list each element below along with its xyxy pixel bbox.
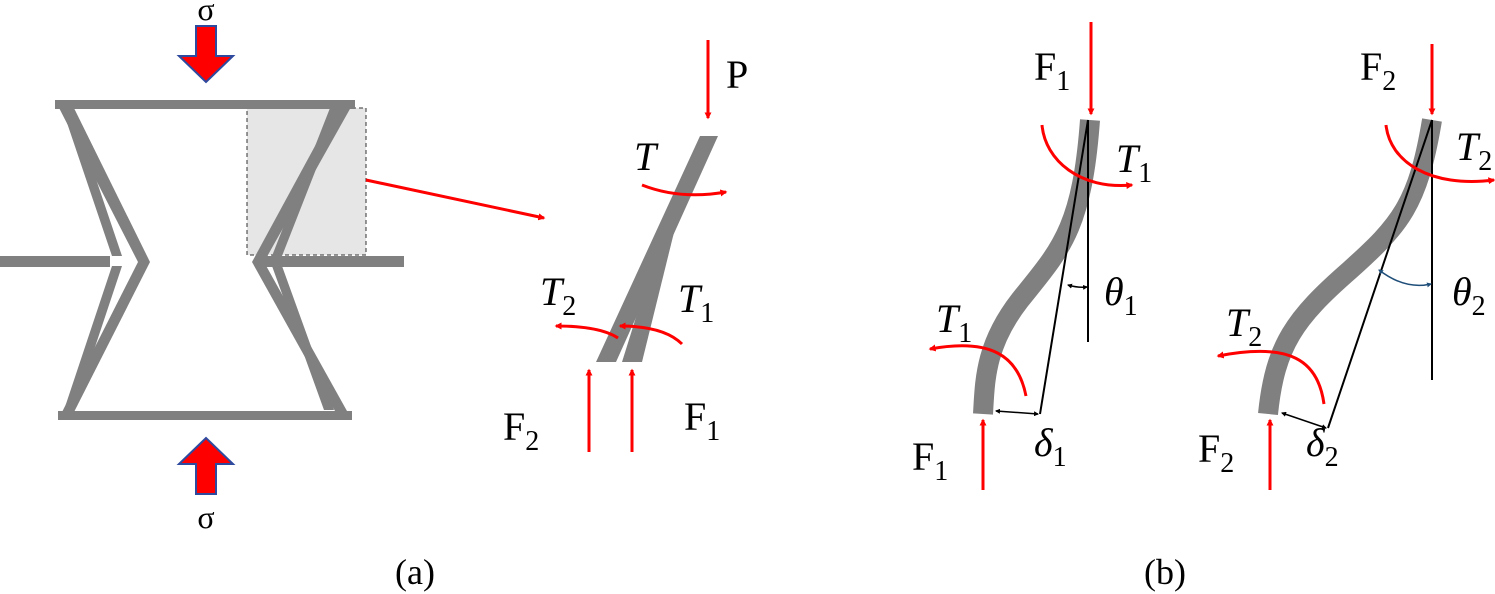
- beam-2-deformed: [1258, 118, 1442, 416]
- left-wall: [55, 100, 150, 420]
- beam-2-deflection-dim: [1281, 411, 1327, 430]
- sigma-top-label: σ: [197, 0, 214, 27]
- torque-T1-label: T1: [678, 276, 714, 329]
- right-wall: [252, 100, 355, 420]
- beam-1-deformed: [973, 119, 1100, 415]
- beam-1-angle-arc: [1067, 283, 1088, 290]
- sigma-top-arrow: [176, 25, 236, 84]
- right-bar: [256, 256, 404, 267]
- beam-1-torque-bottom-label: T1: [936, 296, 972, 349]
- force-F2-label: F2: [503, 404, 539, 457]
- torque-T1-arrow: [618, 322, 684, 346]
- panel-b-beam-2: θ2 δ2 F2 T2 T2 F2: [1198, 44, 1495, 490]
- beam-1-torque-top-label: T1: [1116, 136, 1152, 189]
- beam-1-deflection-dim: [995, 408, 1039, 417]
- beam-2-angle-arc: [1378, 269, 1432, 288]
- top-plate: [55, 100, 355, 109]
- beam-1-force-bottom-label: F1: [912, 434, 948, 487]
- sigma-bottom-label: σ: [197, 499, 214, 535]
- panel-a: σ σ P T T2 T1 F2 F1 (a): [0, 0, 748, 592]
- force-P-label: P: [726, 52, 748, 97]
- beam-2-deflection-label: δ2: [1306, 420, 1339, 473]
- beam-1-torque-bottom-arrow: [928, 344, 1028, 397]
- beam-1-force-top-label: F1: [1034, 44, 1070, 97]
- beam-1-angle-label: θ1: [1104, 269, 1138, 322]
- beam-2-torque-top-arrow: [1384, 124, 1495, 185]
- torque-T-label: T: [634, 134, 659, 179]
- beam-1-deflection-label: δ1: [1034, 420, 1067, 473]
- torque-T-arrow: [641, 183, 728, 197]
- beam-1-torque-top-arrow: [1040, 124, 1134, 190]
- torque-T2-arrow: [554, 322, 619, 340]
- caption-a: (a): [395, 552, 435, 592]
- beam-2-force-top-label: F2: [1360, 44, 1396, 97]
- sigma-bottom-arrow: [176, 436, 236, 495]
- beam-2-torque-bottom-label: T2: [1226, 300, 1262, 353]
- zoom-pointer-arrow: [365, 178, 546, 221]
- zoomed-strut: [596, 136, 718, 362]
- beam-2-torque-bottom-arrow: [1216, 349, 1326, 405]
- beam-2-force-bottom-label: F2: [1198, 426, 1234, 479]
- bottom-plate: [58, 411, 352, 420]
- beam-2-angle-label: θ2: [1452, 269, 1486, 322]
- caption-b: (b): [1144, 552, 1186, 592]
- panel-b-beam-1: θ1 δ1 F1 T1 T1 F1: [912, 22, 1152, 490]
- torque-T2-label: T2: [540, 269, 576, 322]
- left-bar: [0, 256, 110, 267]
- beam-1-chord: [1039, 119, 1089, 415]
- force-F1-label: F1: [684, 394, 720, 447]
- beam-2-torque-top-label: T2: [1456, 124, 1492, 177]
